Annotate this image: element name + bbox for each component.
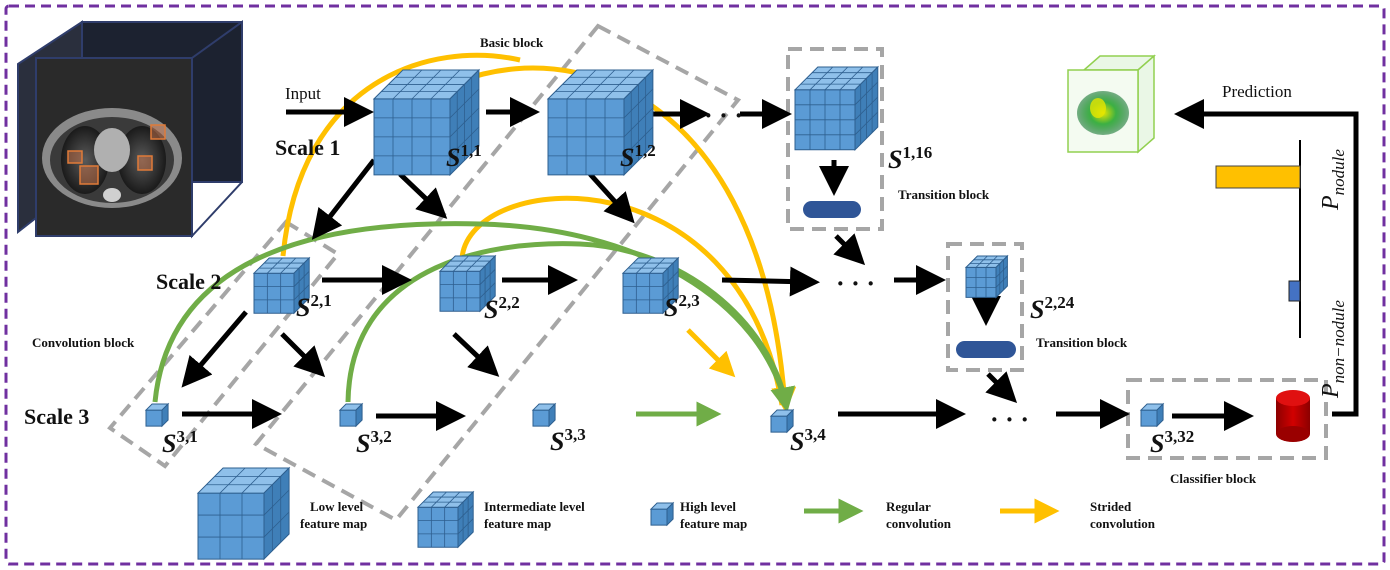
ellipsis-scale1: · · · <box>704 101 743 130</box>
convolution-block-label: Convolution block <box>32 335 135 350</box>
probability-chart <box>1215 140 1301 338</box>
node-label-s21: S2,1 <box>296 291 332 322</box>
legend-high-cube <box>649 501 675 527</box>
basic-block-box <box>252 23 742 523</box>
transition-pill-1 <box>803 201 861 218</box>
p-nodule-bar <box>1215 165 1301 189</box>
feature-map-s34 <box>769 408 795 434</box>
outer-frame <box>4 4 1386 566</box>
regular-conv-arc <box>345 241 796 413</box>
node-label-s31: S3,1 <box>162 427 198 458</box>
classifier-cylinder <box>1276 390 1310 442</box>
node-label-s332: S3,32 <box>1150 427 1194 458</box>
p-non-nodule-bar <box>1288 280 1301 302</box>
ellipsis-scale3: · · · <box>990 405 1029 434</box>
feature-map-s23 <box>621 256 680 315</box>
data-flow-arrows <box>181 97 1359 431</box>
feature-map-s12 <box>546 68 655 177</box>
feature-map-s31 <box>144 402 170 428</box>
legend-high-line2: feature map <box>680 516 747 531</box>
scale3-label: Scale 3 <box>24 404 89 429</box>
feature-map-s22 <box>438 254 497 313</box>
legend: Low level feature map Intermediate level… <box>196 466 1156 561</box>
legend-mid-line1: Intermediate level <box>484 499 585 514</box>
legend-mid-cube <box>416 490 475 549</box>
basic-block-label: Basic block <box>480 35 544 50</box>
legend-low-cube <box>196 466 291 561</box>
transition-pill-2 <box>956 341 1016 358</box>
feature-map-s332 <box>1139 402 1165 428</box>
feature-map-s21 <box>252 256 311 315</box>
legend-cubes <box>196 466 675 561</box>
legend-low-line2: feature map <box>300 516 367 531</box>
ct-input-volume <box>17 20 243 239</box>
regular-conv-arc <box>152 221 789 406</box>
classifier-block-label: Classifier block <box>1170 471 1257 486</box>
strided-conv-arrow <box>686 328 736 378</box>
node-label-s23: S2,3 <box>664 291 700 322</box>
node-label-s34: S3,4 <box>790 425 826 456</box>
node-label-s33: S3,3 <box>550 425 586 456</box>
legend-regular-line2: convolution <box>886 516 952 531</box>
legend-regular-line1: Regular <box>886 499 931 514</box>
legend-mid-line2: feature map <box>484 516 551 531</box>
ellipsis-scale2: · · · <box>836 269 875 298</box>
node-label-s224: S2,24 <box>1030 293 1075 324</box>
feature-map-s32 <box>338 402 364 428</box>
transition-block-2-label: Transition block <box>1036 335 1128 350</box>
feature-map-s224 <box>964 254 1009 299</box>
p-nodule-label: Pnodule <box>1318 149 1348 211</box>
transition-block-1-label: Transition block <box>898 187 990 202</box>
scale1-label: Scale 1 <box>275 135 340 160</box>
legend-low-line1: Low level <box>310 499 363 514</box>
feature-maps <box>144 65 1165 434</box>
strided-conv-arc <box>280 52 521 257</box>
legend-strided-line2: convolution <box>1090 516 1156 531</box>
scale2-label: Scale 2 <box>156 269 221 294</box>
feature-map-s116 <box>793 65 880 152</box>
legend-high-line1: High level <box>680 499 736 514</box>
node-label-s116: S1,16 <box>888 143 932 174</box>
legend-strided-line1: Strided <box>1090 499 1132 514</box>
transition-block-1-box <box>786 47 884 231</box>
p-non-nodule-label: Pnon−nodule <box>1318 300 1348 399</box>
node-label-s11: S1,1 <box>446 141 482 172</box>
prediction-volume <box>1067 54 1156 154</box>
node-label-s22: S2,2 <box>484 293 520 324</box>
prediction-label: Prediction <box>1222 82 1292 101</box>
feature-map-s33 <box>531 402 557 428</box>
node-label-s12: S1,2 <box>620 141 656 172</box>
convolution-block-box <box>107 219 341 469</box>
node-label-s32: S3,2 <box>356 427 392 458</box>
transition-block-2-box <box>946 242 1024 372</box>
feature-map-s11 <box>372 68 481 177</box>
input-label: Input <box>285 84 321 103</box>
